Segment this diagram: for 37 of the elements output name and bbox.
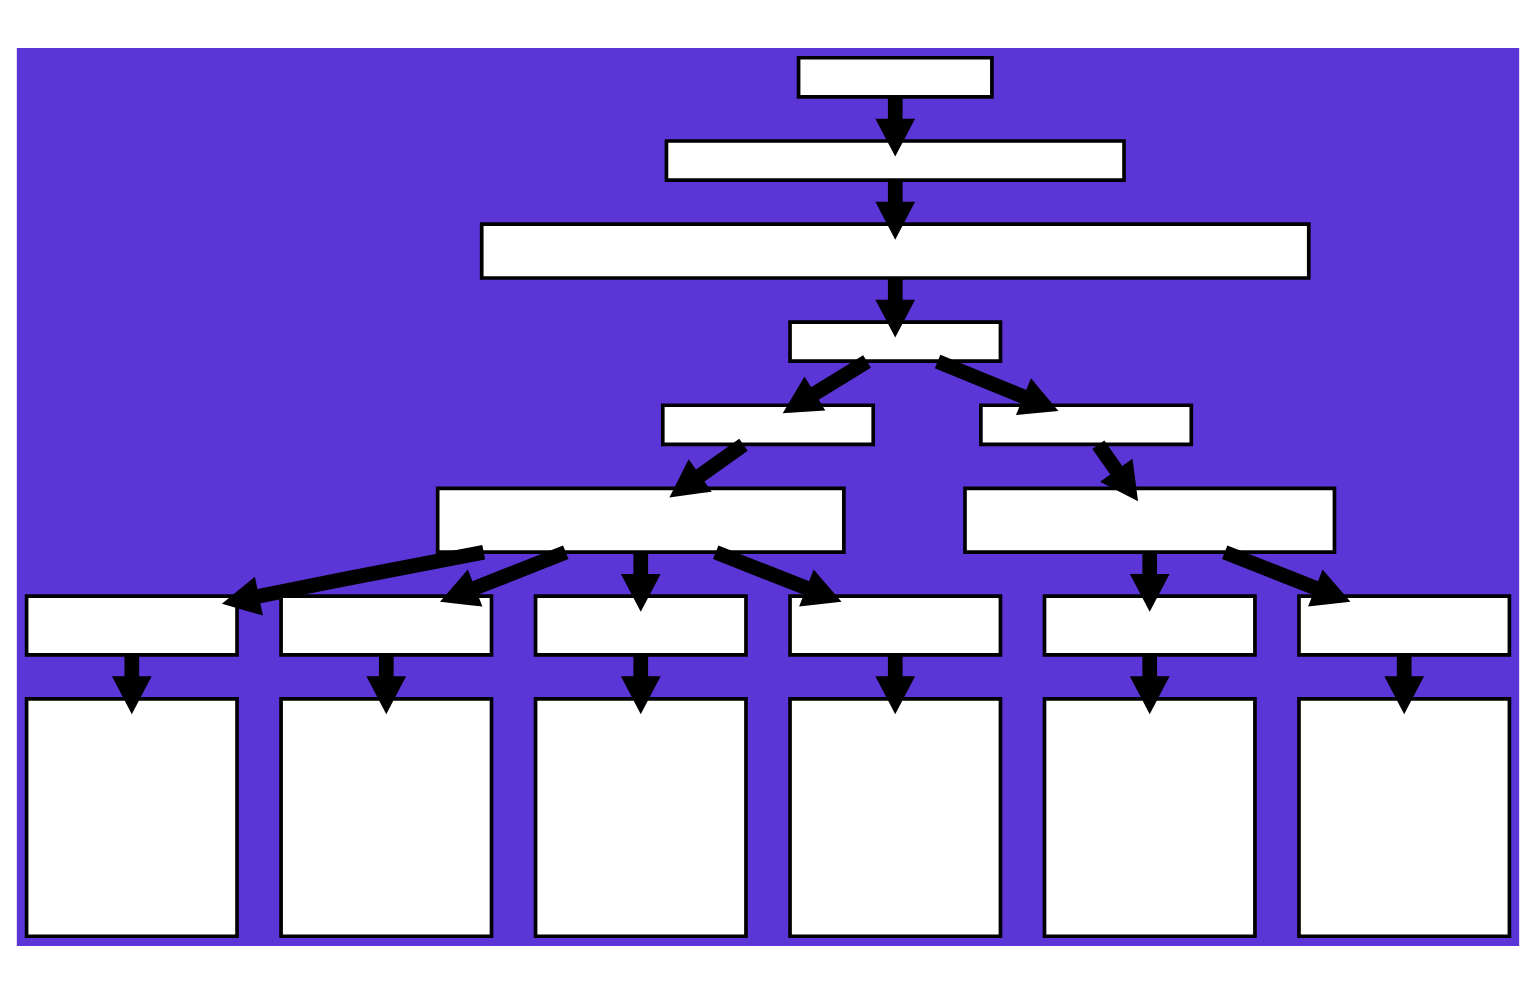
node-box <box>1297 697 1512 939</box>
node-box <box>24 594 239 657</box>
arrow <box>221 545 486 616</box>
arrow <box>713 545 842 607</box>
node-box <box>279 697 494 939</box>
arrow <box>1129 552 1170 612</box>
arrow <box>875 278 916 338</box>
node-box <box>963 486 1337 554</box>
arrow <box>111 655 152 715</box>
arrow <box>439 545 569 607</box>
node-box <box>279 594 494 657</box>
node-box <box>664 139 1126 182</box>
node-box <box>435 486 846 554</box>
node-box <box>1297 594 1512 657</box>
arrow <box>875 180 916 240</box>
arrow <box>366 655 407 715</box>
arrow <box>669 438 748 498</box>
node-box <box>788 697 1003 939</box>
arrow <box>620 552 661 612</box>
node-box <box>788 320 1003 364</box>
arrow <box>1384 655 1425 715</box>
node-box <box>1042 594 1257 657</box>
arrow <box>875 655 916 715</box>
arrow <box>620 655 661 715</box>
node-box <box>533 594 748 657</box>
arrow <box>875 97 916 157</box>
node-box <box>24 697 239 939</box>
node-box <box>660 403 876 447</box>
node-box <box>533 697 748 939</box>
node-box <box>796 55 994 99</box>
arrow <box>1129 655 1170 715</box>
arrow <box>1222 545 1351 607</box>
node-box <box>479 222 1311 280</box>
node-box <box>979 403 1194 447</box>
node-box <box>1042 697 1257 939</box>
node-box <box>788 594 1003 657</box>
arrow <box>1092 440 1139 502</box>
